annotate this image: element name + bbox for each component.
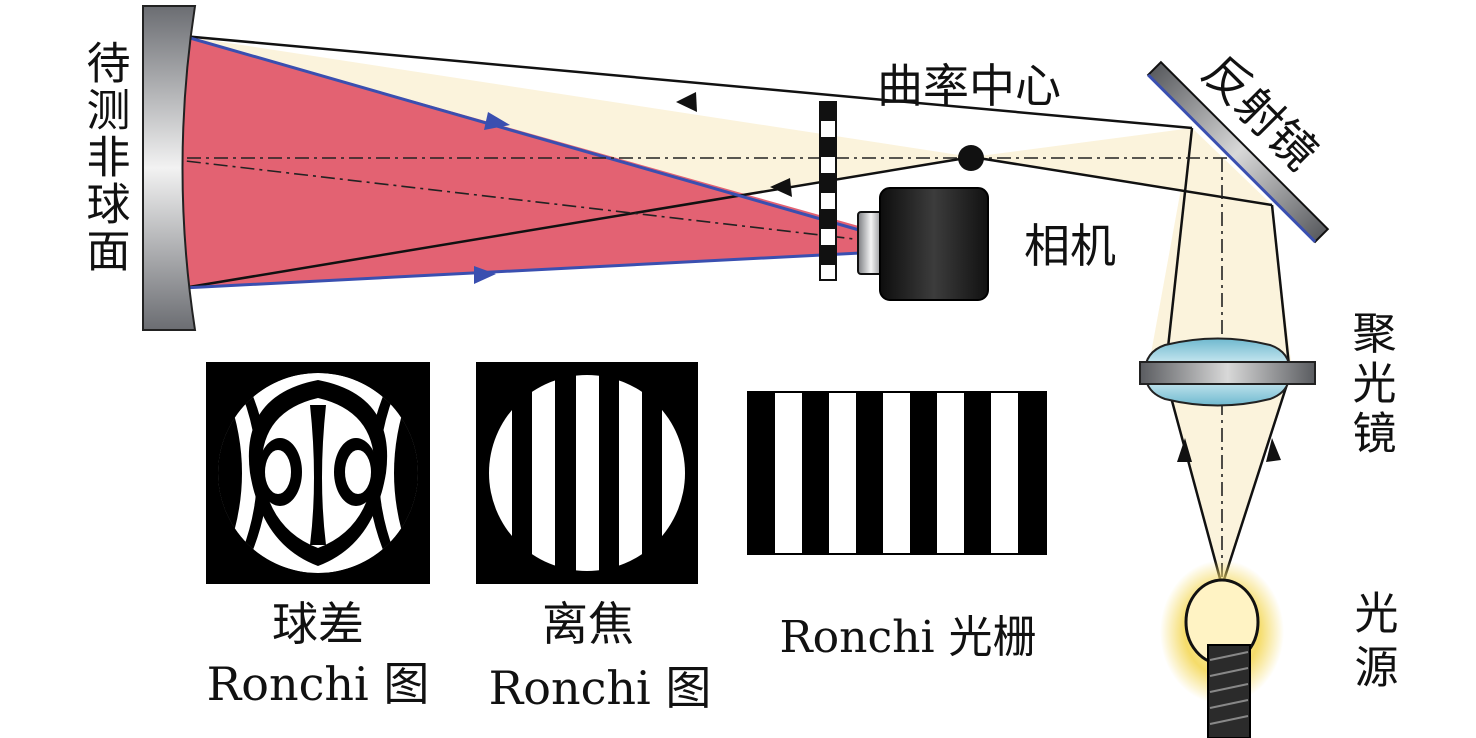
grating-caption: Ronchi 光栅 (780, 612, 1037, 663)
spherical-aberration-pattern (206, 362, 430, 584)
beam-edges (182, 34, 1292, 587)
source-beam (1165, 375, 1290, 586)
spherical-pattern-caption-1: 球差 (272, 597, 364, 651)
ray-arrows (474, 92, 1281, 462)
return-rays (182, 34, 881, 290)
ronchi-grating-pattern (747, 391, 1047, 555)
return-cone (183, 36, 880, 288)
aspheric-mirror (142, 5, 197, 331)
defocus-pattern-caption-2: Ronchi 图 (489, 661, 712, 715)
condenser-label: 聚光镜 (1345, 310, 1396, 460)
light-source (1160, 560, 1284, 738)
spherical-pattern-caption-2: Ronchi 图 (207, 657, 430, 711)
curvature-center-dot (958, 145, 984, 171)
reflector-mirror (1146, 60, 1330, 244)
optical-axes (159, 157, 1232, 585)
defocus-pattern (476, 362, 698, 584)
defocus-pattern-caption-1: 离焦 (542, 597, 634, 651)
reflected-beam (972, 128, 1272, 205)
light-source-label: 光源 (1347, 590, 1398, 698)
center-of-curvature-label: 曲率中心 (877, 59, 1061, 113)
ronchi-grating-strip (819, 101, 837, 281)
camera (857, 187, 989, 301)
mirror-under-test-label: 待测非球面 (79, 40, 130, 275)
condenser-lens (1139, 337, 1316, 407)
camera-label: 相机 (1024, 219, 1116, 273)
